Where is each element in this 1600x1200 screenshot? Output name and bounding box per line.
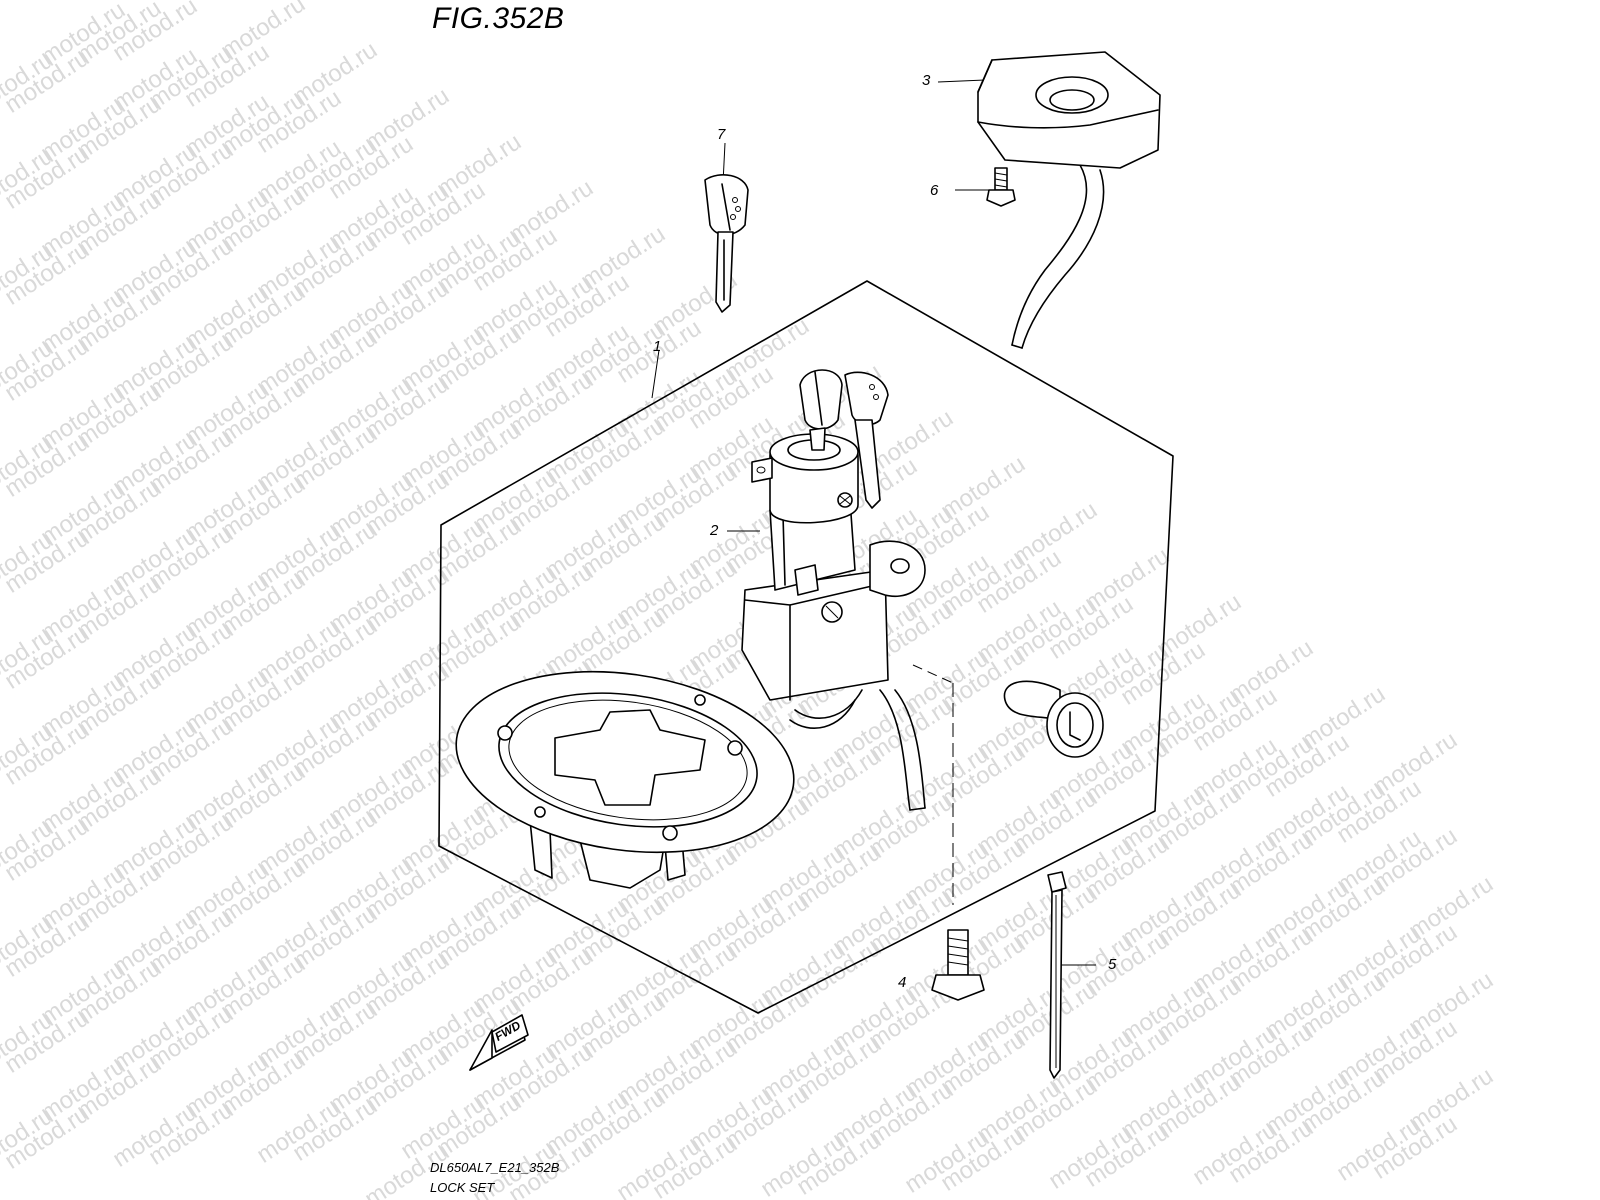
cable-tie-part bbox=[1047, 871, 1067, 1079]
callout-1: 1 bbox=[653, 338, 662, 355]
ignition-switch-part bbox=[741, 369, 926, 811]
callout-leaders bbox=[651, 79, 1096, 983]
figure-name: LOCK SET bbox=[430, 1180, 495, 1195]
key-cover-part bbox=[977, 51, 1161, 349]
small-bolt-part bbox=[986, 167, 1016, 207]
callout-7: 7 bbox=[717, 126, 726, 143]
callout-4: 4 bbox=[898, 974, 907, 991]
lock-set-group-outline bbox=[438, 280, 1174, 1014]
figure-code: DL650AL7_E21_352B bbox=[430, 1160, 560, 1175]
figure-title: FIG.352B bbox=[432, 2, 565, 35]
callout-2: 2 bbox=[710, 522, 719, 539]
bolt-part bbox=[931, 929, 985, 1001]
fuel-cap-part bbox=[455, 670, 795, 889]
callout-6: 6 bbox=[930, 182, 939, 199]
callout-3: 3 bbox=[922, 72, 931, 89]
callout-5: 5 bbox=[1108, 956, 1117, 973]
key-part bbox=[704, 174, 749, 313]
fwd-arrow-icon bbox=[469, 1014, 529, 1071]
lock-cylinder-part bbox=[1003, 680, 1104, 758]
